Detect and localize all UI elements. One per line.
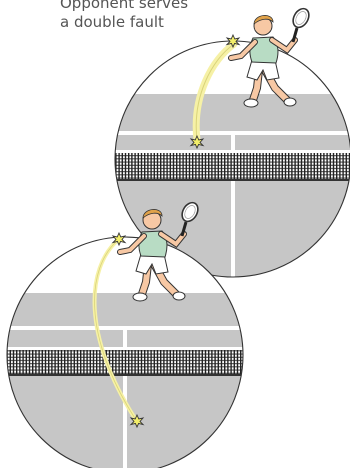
top-net xyxy=(100,153,350,179)
bottom-net xyxy=(0,350,260,374)
top-service-box-far xyxy=(100,94,350,134)
bottom-service-box-far xyxy=(0,293,260,327)
